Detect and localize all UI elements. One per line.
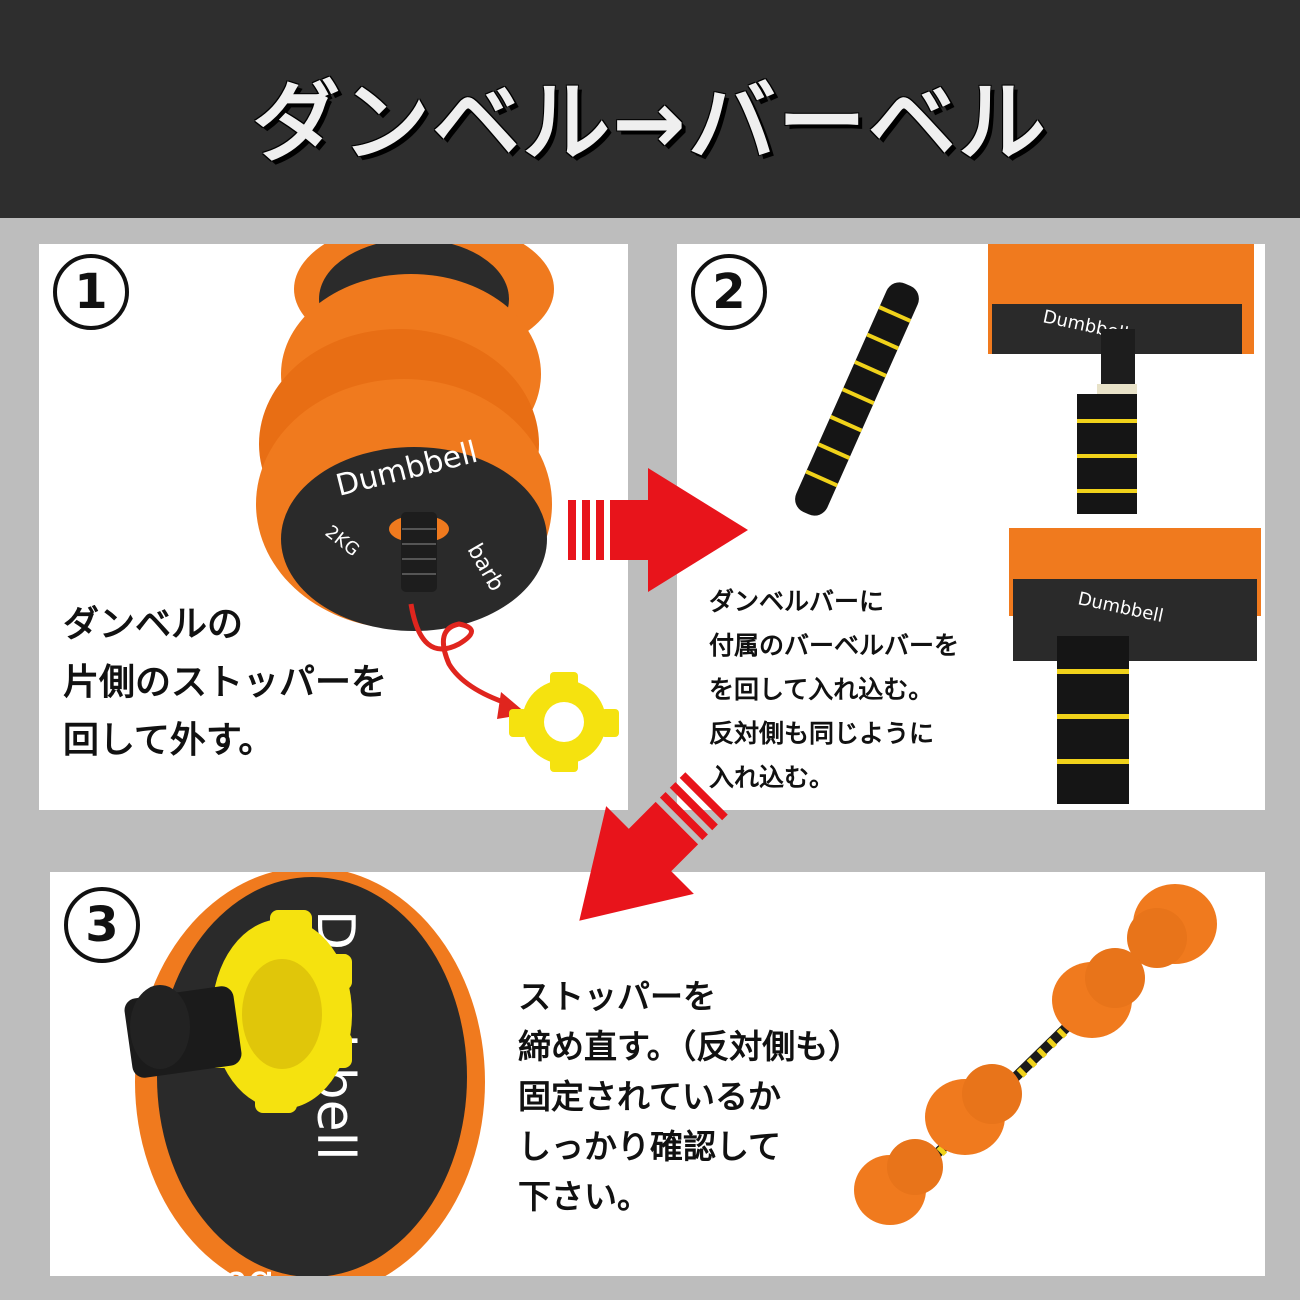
plate-closeup-sub: barbell [123,1261,275,1276]
step-1-illustration: Dumbbell barb 2KG [256,244,619,772]
curl-arrow-path [408,603,510,707]
stopper-icon [509,672,619,772]
assembled-barbell [854,884,1217,1225]
shaft-top [1101,329,1135,389]
grip-bottom [1057,636,1129,804]
step-1-number: 1 [53,254,129,330]
step-3-panel: Dumbbell barbell 3 ストッパーを 締め直す。（反対側も） 固定 [50,872,1265,1276]
header-bar: ダンベル→バーベル [0,0,1300,218]
step-3-illustration: Dumbbell barbell [123,872,1217,1276]
step-2-panel: Dumbbell Dumbbell 2 ダンベルバーに 付属のバーベルバーを を… [677,244,1265,810]
step-2-illustration: Dumbbell Dumbbell [795,244,1261,804]
step-3-number: 3 [64,887,140,963]
page-title: ダンベル→バーベル [252,71,1048,174]
step-2-number: 2 [691,254,767,330]
step-3-text: ストッパーを 締め直す。（反対側も） 固定されているか しっかり確認して 下さい… [518,977,862,1216]
shaft-end [130,985,190,1069]
plate-bottom-face [1013,579,1257,661]
step-1-text: ダンベルの 片側のストッパーを 回して外す。 [63,604,388,761]
dumbbell-shaft [401,512,437,592]
step-1-panel: Dumbbell barb 2KG 1 ダンベルの 片側のストッパーを 回して外… [39,244,628,810]
step-2-text: ダンベルバーに 付属のバーベルバーを を回して入れ込む。 反対側も同じように 入… [709,587,960,792]
barbell-bar-grip [795,282,919,516]
